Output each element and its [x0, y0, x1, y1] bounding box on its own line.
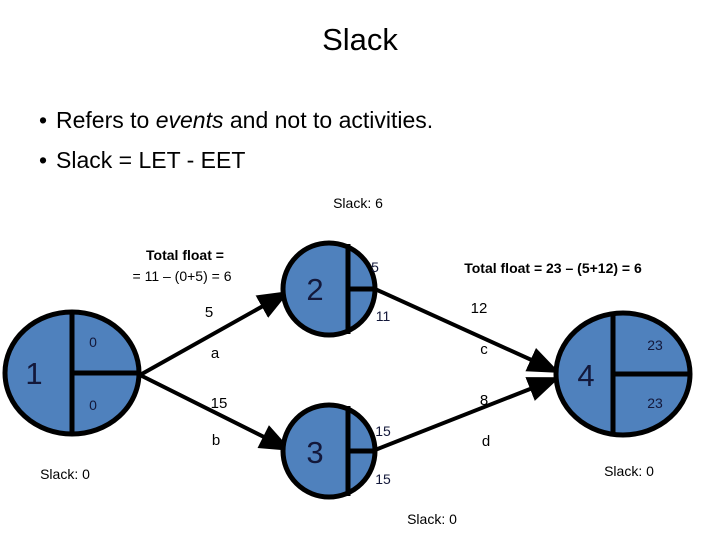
node-3-eet: 15 [375, 423, 391, 439]
list-item: • Refers to events and not to activities. [30, 100, 690, 140]
node-4-label: 4 [577, 358, 594, 393]
bullet-text-pre: Slack = LET - EET [56, 147, 246, 173]
note-left-line1: Total float = [146, 247, 224, 263]
node-2-slack: Slack: 6 [333, 195, 383, 211]
edge-b-line [139, 373, 292, 452]
edge-a-duration: 5 [205, 304, 213, 321]
bullet-text-pre: Refers to [56, 107, 156, 133]
edge-c-duration: 12 [471, 300, 488, 317]
edge-b-group: 15 b [139, 373, 292, 452]
node-4-let: 23 [647, 395, 663, 411]
node-3[interactable]: 3 15 15 Slack: 0 [280, 402, 457, 527]
page-title: Slack [322, 22, 398, 57]
node-4-slack: Slack: 0 [604, 463, 654, 479]
edge-b-name: b [212, 432, 220, 449]
node-1-label: 1 [25, 356, 42, 391]
node-1-eet: 0 [89, 334, 97, 350]
edge-d-group: 8 d [374, 376, 560, 452]
edge-a-group: 5 a [139, 290, 290, 377]
edge-c-group: 12 c [374, 287, 560, 374]
note-left-line2: = 11 – (0+5) = 6 [133, 268, 232, 284]
node-3-let: 15 [375, 471, 391, 487]
list-item: • Slack = LET - EET [30, 140, 690, 180]
node-4-eet: 23 [647, 337, 663, 353]
node-2[interactable]: 2 5 11 Slack: 6 [280, 195, 391, 338]
node-1-slack: Slack: 0 [40, 466, 90, 482]
bullet-marker: • [38, 147, 48, 173]
node-2-eet: 5 [371, 259, 379, 275]
edge-d-name: d [482, 433, 490, 450]
note-right-line1: Total float = 23 – (5+12) = 6 [464, 260, 642, 276]
edge-d-line [374, 376, 560, 452]
node-3-slack: Slack: 0 [407, 511, 457, 527]
note-right: Total float = 23 – (5+12) = 6 [464, 260, 642, 276]
edge-c-line [374, 287, 560, 374]
edge-a-line [139, 290, 290, 377]
network-diagram: 5 a 15 b 12 c 8 d [0, 180, 720, 540]
node-4[interactable]: 4 23 23 Slack: 0 [553, 310, 693, 479]
note-left: Total float = = 11 – (0+5) = 6 [133, 247, 232, 284]
node-1-let: 0 [89, 397, 97, 413]
bullet-list: • Refers to events and not to activities.… [30, 100, 690, 180]
node-1[interactable]: 1 0 0 Slack: 0 [2, 309, 142, 482]
edge-c-name: c [480, 341, 488, 358]
bullet-text-emphasis: events [155, 107, 224, 133]
node-3-label: 3 [306, 435, 323, 470]
node-2-let: 11 [376, 308, 391, 324]
edge-d-duration: 8 [480, 392, 488, 409]
edge-a-name: a [211, 345, 220, 362]
node-2-label: 2 [306, 272, 323, 307]
bullet-text-post: and not to activities. [223, 107, 434, 133]
edge-b-duration: 15 [211, 395, 228, 412]
bullet-marker: • [38, 107, 48, 133]
